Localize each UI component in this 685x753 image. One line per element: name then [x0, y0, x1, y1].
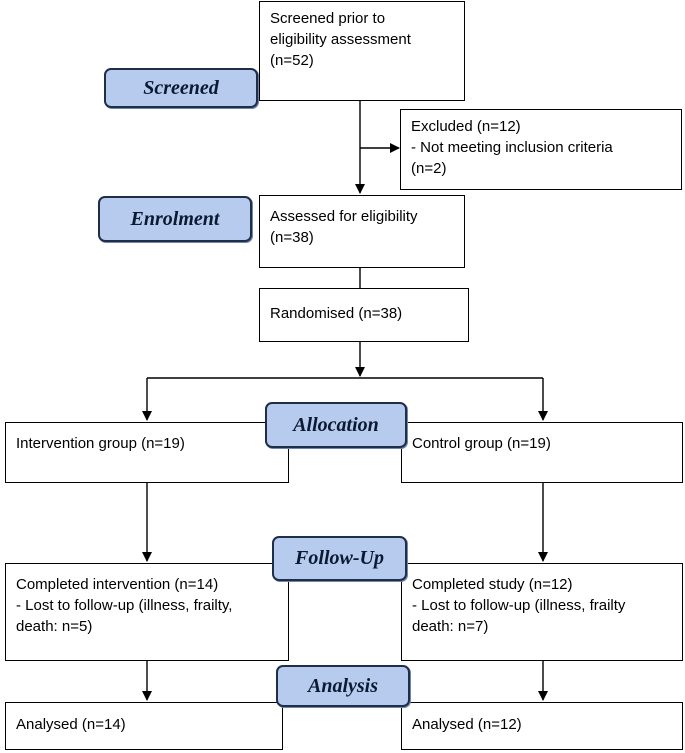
- excluded-line-3: (n=2): [411, 160, 447, 177]
- excluded-line-1: Excluded (n=12): [411, 118, 521, 135]
- assessed-line-2: (n=38): [270, 229, 314, 246]
- intervention-group-box: Intervention group (n=19): [5, 422, 289, 483]
- control-group-box: Control group (n=19): [401, 422, 683, 483]
- completed-study-line-2: - Lost to follow-up (illness, frailty: [412, 597, 626, 614]
- completed-intervention-box: Completed intervention (n=14) - Lost to …: [5, 563, 289, 661]
- analysed-control-box: Analysed (n=12): [401, 702, 683, 750]
- assessed-line-1: Assessed for eligibility: [270, 208, 418, 225]
- stage-allocation: Allocation: [265, 402, 407, 448]
- stage-enrolment: Enrolment: [98, 196, 252, 242]
- completed-intervention-line-1: Completed intervention (n=14): [16, 576, 219, 593]
- completed-study-line-3: death: n=7): [412, 618, 489, 635]
- analysed-control-line-1: Analysed (n=12): [412, 716, 522, 733]
- stage-analysis: Analysis: [276, 665, 410, 707]
- control-group-line-1: Control group (n=19): [412, 435, 551, 452]
- screened-line-3: (n=52): [270, 52, 314, 69]
- excluded-box: Excluded (n=12) - Not meeting inclusion …: [400, 109, 682, 190]
- screened-line-1: Screened prior to: [270, 10, 386, 27]
- randomised-line-1: Randomised (n=38): [270, 305, 403, 322]
- stage-screened: Screened: [104, 68, 258, 108]
- intervention-group-line-1: Intervention group (n=19): [16, 435, 185, 452]
- analysed-intervention-line-1: Analysed (n=14): [16, 716, 126, 733]
- stage-follow-up: Follow-Up: [272, 536, 407, 581]
- completed-study-box: Completed study (n=12) - Lost to follow-…: [401, 563, 683, 661]
- completed-intervention-line-2: - Lost to follow-up (illness, frailty,: [16, 597, 233, 614]
- completed-study-line-1: Completed study (n=12): [412, 576, 573, 593]
- analysed-intervention-box: Analysed (n=14): [5, 702, 283, 750]
- screened-line-2: eligibility assessment: [270, 31, 411, 48]
- completed-intervention-line-3: death: n=5): [16, 618, 93, 635]
- randomised-box: Randomised (n=38): [259, 288, 469, 342]
- excluded-line-2: - Not meeting inclusion criteria: [411, 139, 613, 156]
- assessed-box: Assessed for eligibility (n=38): [259, 195, 465, 268]
- screened-box: Screened prior to eligibility assessment…: [259, 1, 465, 101]
